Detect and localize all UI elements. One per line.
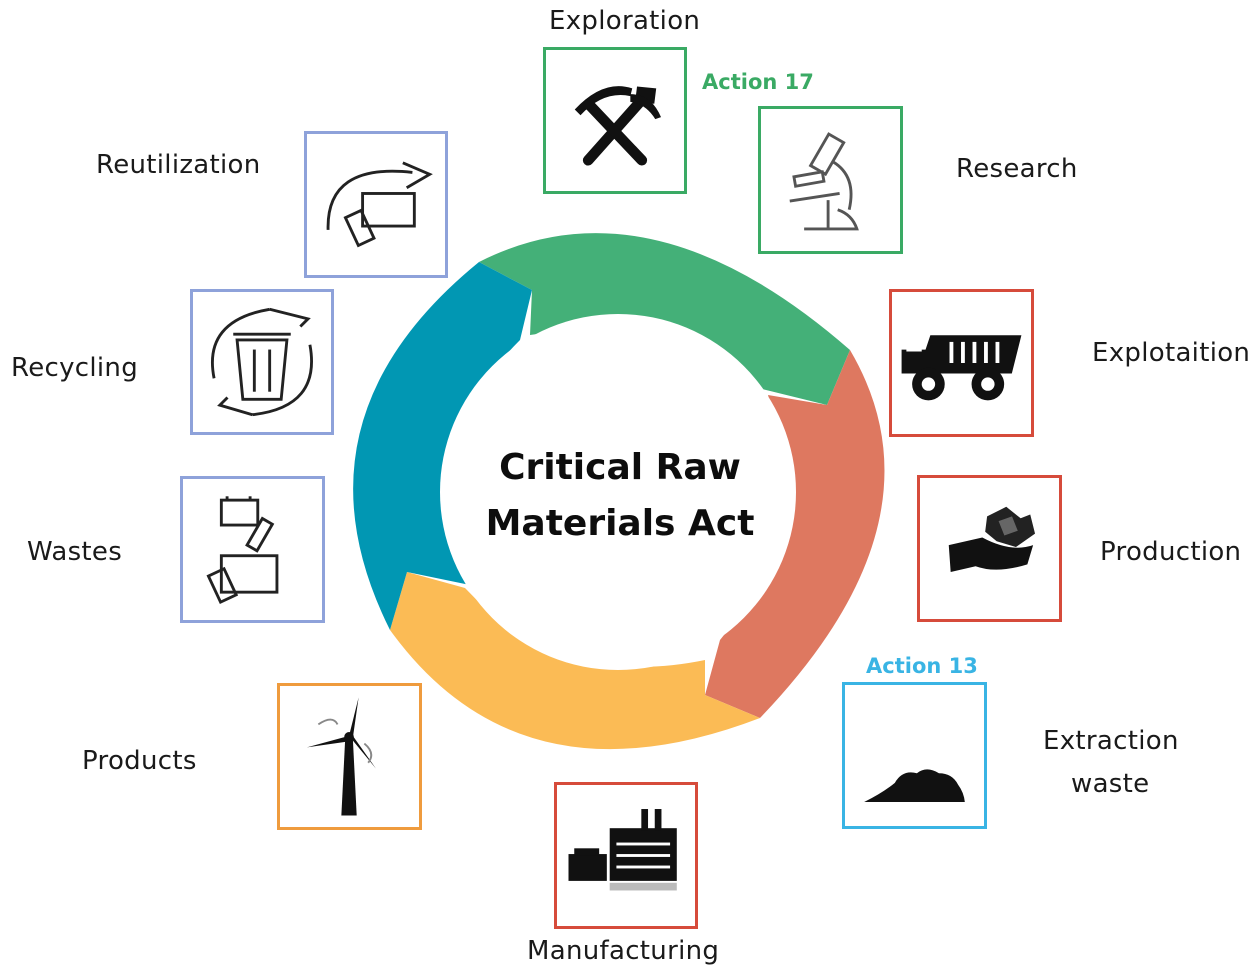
- center-title-line2: Materials Act: [485, 503, 755, 544]
- factory-icon: [568, 809, 677, 891]
- action-13-label: Action 13: [866, 654, 978, 678]
- hand-with-ore-icon: [948, 506, 1036, 572]
- center-title-line1: Critical Raw: [499, 447, 741, 488]
- center-title: Critical Raw Materials Act: [440, 440, 800, 552]
- exploitation-label: Explotaition: [1092, 338, 1251, 368]
- waste-pile-icon: [864, 769, 965, 802]
- research-label: Research: [956, 154, 1078, 184]
- exploration-label: Exploration: [549, 6, 701, 36]
- ring-segment-red: [705, 350, 885, 718]
- wastes-label: Wastes: [27, 537, 123, 567]
- wind-turbine-icon: [306, 697, 376, 816]
- recycling-box: [190, 289, 334, 435]
- production-label: Production: [1100, 537, 1242, 567]
- wastes-box: [180, 476, 325, 623]
- dump-truck-icon: [901, 335, 1022, 401]
- products-label: Products: [82, 746, 197, 776]
- recycling-label: Recycling: [11, 353, 138, 383]
- products-box: [277, 683, 422, 830]
- exploitation-box: [889, 289, 1034, 437]
- production-box: [917, 475, 1062, 622]
- extraction-waste-label-line2: waste: [1071, 769, 1150, 799]
- ring-segment-teal: [353, 262, 532, 630]
- reuse-devices-icon: [326, 161, 433, 248]
- ring-inner-disc: [440, 314, 796, 670]
- microscope-icon: [789, 132, 859, 231]
- exploration-box: [543, 47, 687, 194]
- manufacturing-label: Manufacturing: [527, 936, 720, 966]
- extraction-waste-box: [842, 682, 987, 829]
- reutilization-label: Reutilization: [96, 150, 261, 180]
- research-box: [758, 106, 903, 254]
- recycle-bin-icon: [211, 307, 313, 417]
- action-17-label: Action 17: [702, 70, 814, 94]
- extraction-waste-label-line1: Extraction: [1043, 726, 1179, 756]
- batteries-and-devices-icon: [206, 496, 279, 605]
- ring-segment-green: [479, 233, 850, 405]
- reutilization-box: [304, 131, 448, 278]
- pickaxe-hammer-icon: [574, 86, 661, 166]
- manufacturing-box: [554, 782, 698, 929]
